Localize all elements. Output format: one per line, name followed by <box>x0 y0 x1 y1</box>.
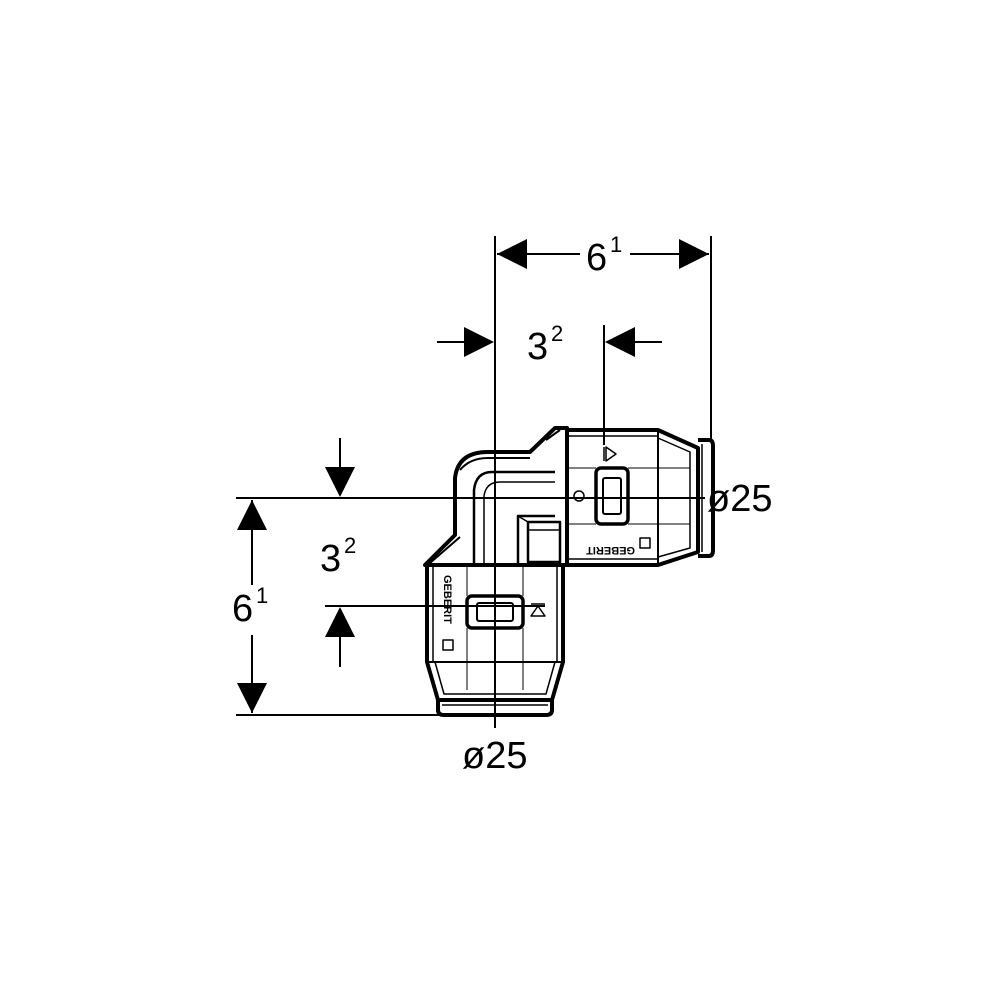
right-logo-band <box>639 537 651 549</box>
internal-bore-mid <box>483 481 555 565</box>
left-overall-label: 6 <box>232 588 253 630</box>
bottom-logo-square <box>442 639 454 651</box>
arrowhead-right <box>464 327 494 357</box>
elbow-fitting <box>423 426 715 717</box>
extension-lines <box>236 236 712 716</box>
arrowhead-down <box>237 683 267 713</box>
center-lines <box>236 236 705 728</box>
top-inset-label: 3 <box>527 326 548 368</box>
right-diameter-label: ø25 <box>707 478 772 520</box>
right-release-window <box>594 466 630 526</box>
right-sleeve-taper <box>657 437 691 558</box>
elbow-bend-outline <box>423 426 569 567</box>
right-inspection-hole <box>573 490 585 502</box>
right-sleeve-logo: GEBERIT <box>586 544 635 556</box>
elbow-bend-inner <box>429 429 561 564</box>
arrowhead-left <box>497 239 527 269</box>
arrowhead-left <box>605 327 635 357</box>
arrowhead-up <box>237 500 267 530</box>
top-overall-label: 6 <box>586 237 607 279</box>
left-overall-sup: 1 <box>256 583 268 608</box>
bottom-diameter-label: ø25 <box>462 735 527 777</box>
arrowhead-up <box>325 607 355 637</box>
left-overall-dimension: 6 1 <box>232 500 268 713</box>
inner-socket-step <box>526 520 562 564</box>
top-overall-dimension: 6 1 <box>497 232 709 279</box>
right-insertion-marker <box>603 446 617 462</box>
bottom-insertion-marker <box>530 603 546 617</box>
left-inset-label: 3 <box>320 538 341 580</box>
bottom-sleeve-logo: GEBERIT <box>441 575 453 624</box>
right-end-cap <box>698 438 715 558</box>
top-inset-dimension: 3 2 <box>437 321 662 368</box>
bottom-end-cap <box>436 700 554 717</box>
arrowhead-right <box>679 239 709 269</box>
internal-bore-outer <box>472 470 555 565</box>
left-inset-sup: 2 <box>344 533 356 558</box>
internal-bore-inner <box>516 514 555 565</box>
bottom-release-window <box>465 594 525 630</box>
bottom-sleeve-taper <box>434 661 556 695</box>
left-inset-dimension: 3 2 <box>320 438 356 667</box>
top-inset-sup: 2 <box>551 321 563 346</box>
top-overall-sup: 1 <box>610 232 622 257</box>
arrowhead-down <box>325 467 355 497</box>
